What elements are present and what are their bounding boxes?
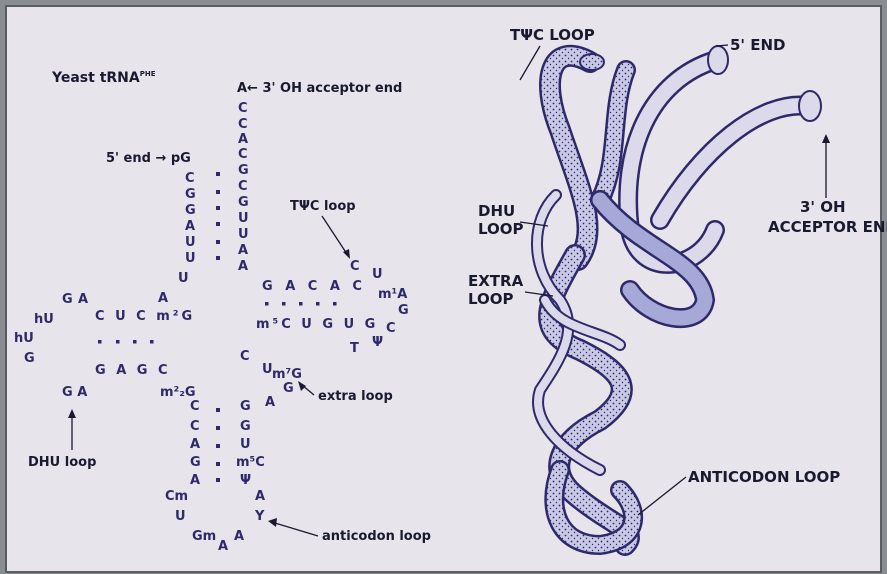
d-stem-top: C U C m²G (95, 309, 195, 324)
nt-tail-1: C (238, 101, 248, 116)
extra-c: C (240, 349, 250, 364)
right-tpsic-loop-label: TΨC LOOP (510, 26, 595, 44)
d-loop-hu1: hU (34, 312, 54, 327)
extra-loop-label: extra loop (318, 389, 393, 404)
ac-loop-a2: A (218, 539, 228, 554)
ac-left-1: C (190, 399, 200, 414)
right-three-oh-label: 3' OH (800, 198, 846, 216)
d-m22g: m²₂G (160, 385, 196, 400)
extra-m7g: m⁷G (272, 367, 302, 382)
ac-loop-y: Y (254, 509, 265, 524)
five-prime-end-label: 5' end → pG (106, 151, 191, 166)
ac-right-3: U (240, 437, 251, 452)
right-extra-label-1: EXTRA (468, 272, 524, 290)
t-arm-top: G A C A C (262, 279, 366, 294)
stem-right-1: G (238, 163, 249, 178)
stem-right-7: A (238, 259, 248, 274)
t-loop-t: T (350, 341, 359, 356)
stem-left-6: U (185, 251, 196, 266)
ac-right-5: Ψ (240, 473, 251, 488)
stem-left-3: G (185, 203, 196, 218)
ac-right-1: G (240, 399, 251, 414)
ac-left-5: A (190, 473, 200, 488)
ac-loop-a3: A (234, 529, 244, 544)
right-dhu-label-2: LOOP (478, 220, 524, 238)
stem-left-5: U (185, 235, 196, 250)
nt-u-left: U (178, 271, 189, 286)
ac-loop-cm: Cm (165, 489, 188, 504)
extra-u: U (262, 362, 273, 377)
ac-loop-gm: Gm (192, 529, 216, 544)
ac-left-4: G (190, 455, 201, 470)
stem-right-3: G (238, 195, 249, 210)
stem-right-2: C (238, 179, 248, 194)
t-loop-c2: C (386, 321, 396, 336)
nt-tail-2: C (238, 117, 248, 132)
ac-loop-a1: A (255, 489, 265, 504)
extra-a: A (265, 395, 275, 410)
t-loop-u: U (372, 267, 383, 282)
nt-tail-4: C (238, 147, 248, 162)
d-loop-ga: G A (62, 385, 87, 400)
acceptor-tail: C C A C (238, 101, 248, 162)
t-loop-psi: Ψ (372, 335, 383, 350)
t-loop-m1a: m¹A (378, 287, 407, 302)
d-loop-hu2: hU (14, 331, 34, 346)
t-arm-bottom: m⁵C U G U G (256, 317, 378, 332)
stem-left-4: A (185, 219, 195, 234)
ac-left-3: A (190, 437, 200, 452)
d-loop-g: G (62, 292, 73, 307)
figure-frame (6, 6, 881, 572)
right-five-end-label: 5' END (730, 36, 786, 54)
dhu-loop-label: DHU loop (28, 455, 96, 470)
ac-left-2: C (190, 419, 200, 434)
stem-left-2: G (185, 187, 196, 202)
t-loop-g: G (398, 303, 409, 318)
d-loop-g2: G (24, 351, 35, 366)
d-loop-a: A (78, 292, 88, 307)
ac-loop-u: U (175, 509, 186, 524)
extra-g: G (283, 381, 294, 396)
nt-a-left: A (158, 291, 168, 306)
right-dhu-label-1: DHU (478, 202, 515, 220)
t-psi-c-loop-label: TΨC loop (290, 199, 356, 214)
d-stem-bottom: G A G C (95, 363, 171, 378)
right-acceptor-end-label: ACCEPTOR END (768, 218, 887, 236)
ac-right-2: G (240, 419, 251, 434)
anticodon-loop-label: anticodon loop (322, 529, 431, 544)
nt-tail-3: A (238, 132, 248, 147)
t-loop-c: C (350, 259, 360, 274)
ac-right-4: m⁵C (236, 455, 265, 470)
right-anticodon-loop-label: ANTICODON LOOP (688, 468, 840, 486)
right-extra-label-2: LOOP (468, 290, 514, 308)
stem-right-6: A (238, 243, 248, 258)
stem-right-4: U (238, 211, 249, 226)
stem-left-1: C (185, 171, 195, 186)
acceptor-end-label: A← 3' OH acceptor end (237, 81, 402, 96)
stem-right-5: U (238, 227, 249, 242)
